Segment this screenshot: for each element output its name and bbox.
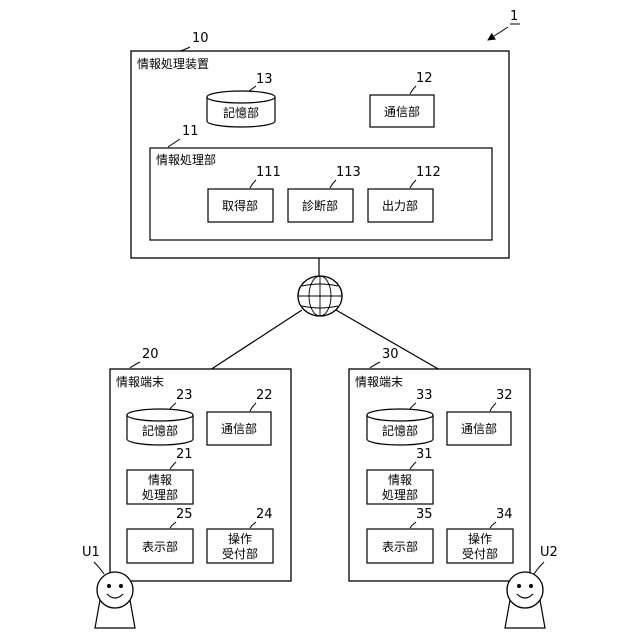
- acquire-label: 取得部: [222, 198, 258, 213]
- network-globe-icon: [298, 276, 342, 316]
- server-storage-cylinder: 記憶部: [207, 91, 275, 127]
- terminal1-title: 情報端末: [116, 375, 164, 389]
- terminal2-comm-ref: 32: [496, 388, 513, 403]
- diagnose-ref: 113: [336, 165, 361, 180]
- user1-leader: [94, 562, 104, 574]
- user1-label: U1: [82, 545, 100, 560]
- terminal2-storage-cylinder: 記憶部: [367, 409, 433, 445]
- terminal1-storage-cylinder: 記憶部: [127, 409, 193, 445]
- terminal1-comm-ref: 22: [256, 388, 273, 403]
- terminal1-storage-label: 記憶部: [142, 423, 178, 438]
- server-comm-label: 通信部: [384, 104, 420, 119]
- terminal1-input-ref: 24: [256, 507, 273, 522]
- terminal2-storage-label: 記憶部: [382, 423, 418, 438]
- user2-person-icon: [505, 572, 545, 628]
- server-storage-ref: 13: [256, 72, 273, 87]
- diagnose-label: 診断部: [302, 198, 338, 213]
- user1-person-icon: [95, 572, 135, 628]
- terminal2-processor-line1: 情報: [388, 473, 412, 487]
- terminal1-processor-box: 情報 処理部: [127, 470, 193, 504]
- user2-label: U2: [540, 545, 558, 560]
- server-comm-ref: 12: [416, 71, 433, 86]
- terminal1-display-label: 表示部: [142, 539, 178, 554]
- diagnose-box: 診断部: [288, 189, 353, 222]
- terminal1-input-box: 操作 受付部: [207, 529, 273, 563]
- terminal1-processor-line1: 情報: [148, 473, 172, 487]
- terminal2-display-ref: 35: [416, 507, 433, 522]
- terminal1-display-box: 表示部: [127, 529, 193, 563]
- terminal2-input-ref: 34: [496, 507, 513, 522]
- output-ref: 112: [416, 165, 441, 180]
- terminal1-processor-ref: 21: [176, 447, 193, 462]
- terminal2-ref: 30: [382, 347, 399, 362]
- server-comm-box: 通信部: [370, 95, 434, 127]
- server-processor-ref: 11: [182, 124, 199, 139]
- terminal1-input-line2: 受付部: [222, 546, 258, 561]
- terminal1-input-line1: 操作: [228, 531, 252, 546]
- terminal2-processor-box: 情報 処理部: [367, 470, 433, 504]
- server-title: 情報処理装置: [137, 57, 209, 71]
- terminal1-ref-leader: [130, 362, 140, 368]
- terminal2-input-line2: 受付部: [462, 546, 498, 561]
- system-ref-arrow: [488, 27, 508, 40]
- output-box: 出力部: [368, 189, 433, 222]
- terminal1-comm-box: 通信部: [207, 412, 271, 445]
- terminal1-storage-ref: 23: [176, 388, 193, 403]
- terminal1-comm-label: 通信部: [221, 421, 257, 436]
- terminal2-processor-ref: 31: [416, 447, 433, 462]
- terminal2-display-box: 表示部: [367, 529, 433, 563]
- output-label: 出力部: [382, 198, 418, 213]
- server-processor-title: 情報処理部: [156, 152, 216, 167]
- terminal2-comm-label: 通信部: [461, 421, 497, 436]
- acquire-box: 取得部: [208, 189, 273, 222]
- terminal2-comm-box: 通信部: [447, 412, 511, 445]
- terminal2-display-label: 表示部: [382, 539, 418, 554]
- terminal1-display-ref: 25: [176, 507, 193, 522]
- system-ref: 1: [510, 9, 518, 24]
- terminal2-input-line1: 操作: [468, 531, 492, 546]
- acquire-ref: 111: [256, 165, 281, 180]
- terminal2-title: 情報端末: [355, 375, 403, 389]
- terminal1-processor-line2: 処理部: [142, 487, 178, 502]
- terminal2-input-box: 操作 受付部: [447, 529, 513, 563]
- server-ref: 10: [192, 31, 209, 46]
- server-storage-label: 記憶部: [223, 105, 259, 120]
- terminal2-ref-leader: [370, 362, 380, 368]
- user2-leader: [534, 562, 544, 574]
- network-terminal1-line: [210, 310, 302, 370]
- terminal1-ref: 20: [142, 347, 159, 362]
- terminal2-processor-line2: 処理部: [382, 487, 418, 502]
- terminal2-storage-ref: 33: [416, 388, 433, 403]
